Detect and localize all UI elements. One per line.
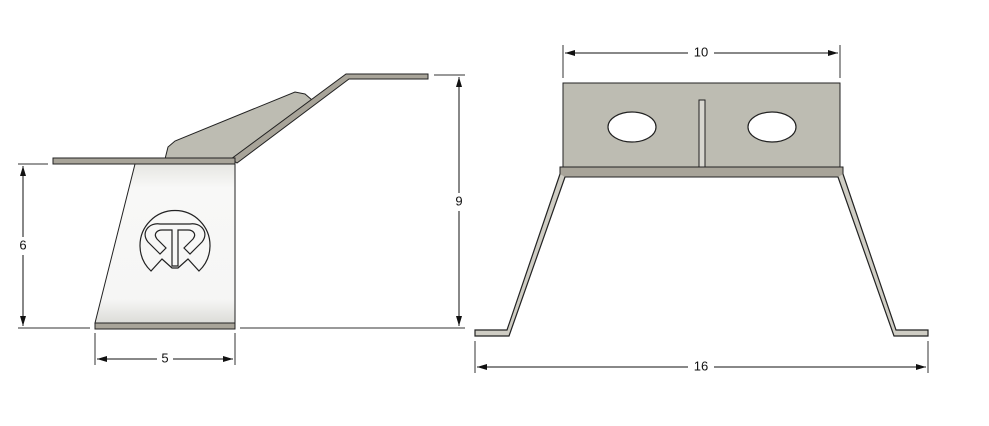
right-leg [837, 173, 929, 337]
bottom-flange [94, 322, 236, 330]
center-gusset-edge [698, 99, 706, 168]
body-panel [94, 163, 236, 324]
inclined-arm [230, 73, 429, 164]
front-flange [559, 166, 844, 178]
left-leg [474, 173, 566, 337]
dimension-label-6: 6 [19, 237, 26, 252]
logo-emblem [139, 209, 211, 272]
dimension-label-9: 9 [455, 193, 462, 208]
side-view: 6 9 5 [18, 73, 465, 365]
top-flange [52, 157, 236, 165]
mounting-hole-right [747, 111, 797, 143]
dimension-label-10: 10 [694, 44, 708, 59]
dimension-label-5: 5 [161, 350, 168, 365]
gusset [164, 91, 313, 160]
dimension-label-16: 16 [694, 358, 708, 373]
mounting-hole-left [607, 111, 657, 143]
front-view: 10 16 [474, 44, 929, 373]
